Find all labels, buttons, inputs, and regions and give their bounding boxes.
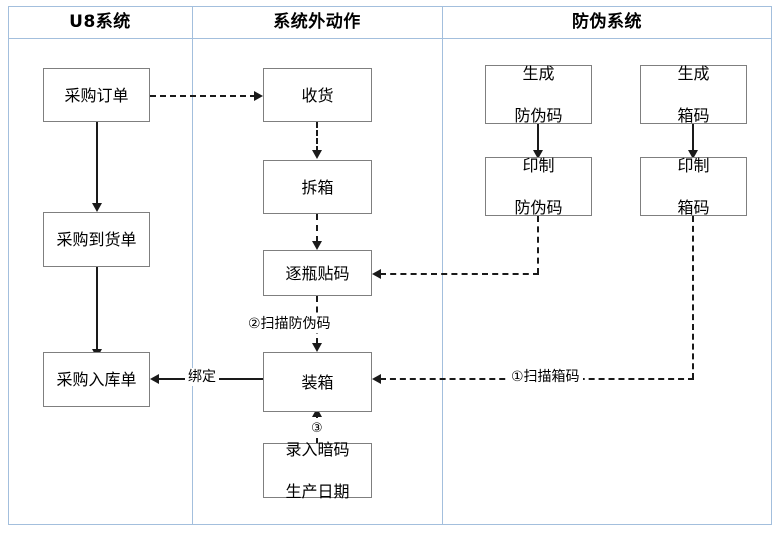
edge-label-scan-boxcode: ①扫描箱码 xyxy=(508,368,583,386)
node-purchase-order-label: 采购订单 xyxy=(64,85,129,105)
node-generate-antifake-code-label: 生成 防伪码 xyxy=(510,63,566,126)
node-generate-box-code-line2: 箱码 xyxy=(677,106,710,125)
arrowhead-unpack-to-labeling xyxy=(312,241,322,250)
node-enter-hidden-code-line2: 生产日期 xyxy=(285,482,350,501)
node-generate-box-code[interactable]: 生成 箱码 xyxy=(640,63,747,126)
edge-po-to-receive xyxy=(150,95,256,97)
swimlane-divider-1 xyxy=(192,6,193,525)
node-print-antifake-code-label: 印制 防伪码 xyxy=(510,155,566,218)
arrowhead-receive-to-unpack xyxy=(312,150,322,159)
edge-genbox-to-printbox xyxy=(692,124,694,152)
node-print-antifake-code[interactable]: 印制 防伪码 xyxy=(485,155,592,218)
node-print-box-code-line2: 箱码 xyxy=(677,198,710,217)
node-print-antifake-code-line1: 印制 xyxy=(522,156,555,175)
arrowhead-printbox-to-packing xyxy=(372,374,381,384)
node-print-box-code-label: 印制 箱码 xyxy=(673,155,713,218)
lane-title-external: 系统外动作 xyxy=(273,12,361,32)
edge-arrival-to-instock xyxy=(96,267,98,352)
node-unpack[interactable]: 拆箱 xyxy=(263,160,372,214)
edge-receive-to-unpack xyxy=(316,122,318,152)
lane-title-u8: U8系统 xyxy=(69,12,131,32)
lane-title-antifake: 防伪系统 xyxy=(572,12,642,32)
arrowhead-entercode-to-packing xyxy=(312,408,322,417)
swimlane-divider-2 xyxy=(442,6,443,525)
edge-label-bind: 绑定 xyxy=(185,368,219,386)
arrowhead-packing-to-instock xyxy=(150,374,159,384)
node-packing-label: 装箱 xyxy=(301,372,334,392)
node-generate-box-code-line1: 生成 xyxy=(677,64,710,83)
node-packing[interactable]: 装箱 xyxy=(263,352,372,412)
node-enter-hidden-code-label: 录入暗码 生产日期 xyxy=(281,439,353,502)
edge-printaf-to-labeling-vertical xyxy=(537,216,539,274)
node-generate-box-code-label: 生成 箱码 xyxy=(673,63,713,126)
arrowhead-po-to-receive xyxy=(254,91,263,101)
swimlane-frame xyxy=(8,6,772,525)
node-generate-antifake-code[interactable]: 生成 防伪码 xyxy=(485,63,592,126)
node-label-each-bottle[interactable]: 逐瓶贴码 xyxy=(263,250,372,296)
node-print-antifake-code-line2: 防伪码 xyxy=(514,198,563,217)
node-receive-goods[interactable]: 收货 xyxy=(263,68,372,122)
edge-unpack-to-labeling xyxy=(316,214,318,242)
node-generate-antifake-code-line1: 生成 xyxy=(522,64,555,83)
node-purchase-instock-label: 采购入库单 xyxy=(56,370,137,389)
arrowhead-po-to-arrival xyxy=(92,203,102,212)
node-enter-hidden-code[interactable]: 录入暗码 生产日期 xyxy=(263,440,372,501)
arrowhead-printaf-to-labeling xyxy=(372,269,381,279)
edge-genaf-to-printaf xyxy=(537,124,539,152)
swimlane-header-divider xyxy=(8,38,772,39)
arrowhead-genbox-to-printbox xyxy=(688,150,698,159)
edge-label-scan-antifake: ②扫描防伪码 xyxy=(245,315,334,333)
edge-printaf-to-labeling-horizontal xyxy=(380,273,539,275)
node-print-box-code-line1: 印制 xyxy=(677,156,710,175)
edge-po-to-arrival xyxy=(96,122,98,206)
node-purchase-order[interactable]: 采购订单 xyxy=(43,68,150,122)
edge-printbox-to-packing-vertical xyxy=(692,216,694,379)
arrowhead-genaf-to-printaf xyxy=(533,150,543,159)
node-print-box-code[interactable]: 印制 箱码 xyxy=(640,155,747,218)
node-purchase-arrival-label: 采购到货单 xyxy=(56,230,137,249)
node-purchase-arrival[interactable]: 采购到货单 xyxy=(43,212,150,267)
node-enter-hidden-code-line1: 录入暗码 xyxy=(285,440,350,459)
edge-label-step3: ③ xyxy=(309,420,325,438)
node-purchase-instock[interactable]: 采购入库单 xyxy=(43,352,150,407)
arrowhead-labeling-to-packing xyxy=(312,343,322,352)
node-generate-antifake-code-line2: 防伪码 xyxy=(514,106,563,125)
node-label-each-bottle-label: 逐瓶贴码 xyxy=(285,263,350,283)
node-unpack-label: 拆箱 xyxy=(301,177,334,197)
node-receive-goods-label: 收货 xyxy=(301,85,334,105)
